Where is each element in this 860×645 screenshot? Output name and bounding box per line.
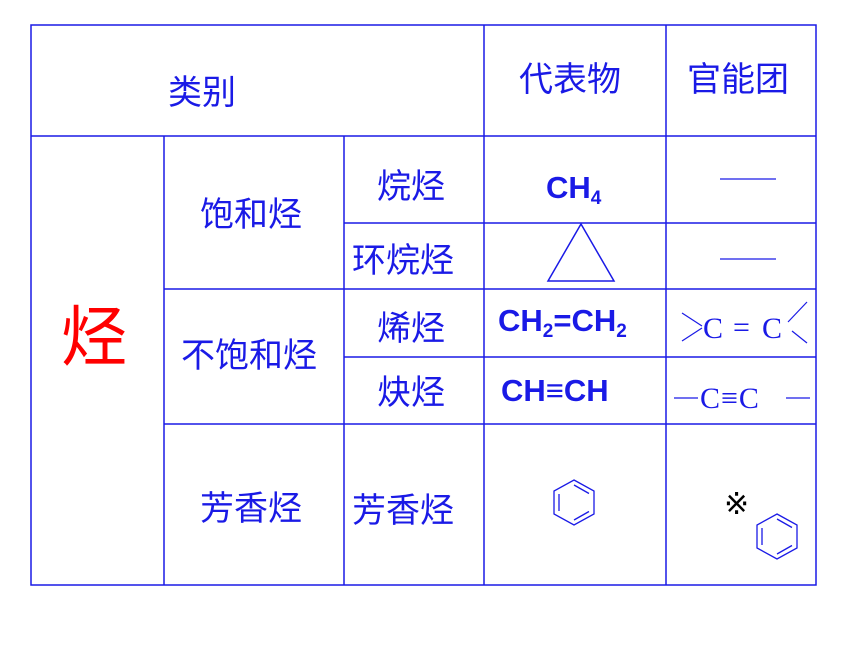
triangle-icon xyxy=(546,222,616,282)
header-functional-group: 官能团 xyxy=(687,60,789,100)
subtype-aromatic: 芳香烃 xyxy=(352,491,454,531)
subtype-cycloalkane: 环烷烃 xyxy=(352,241,454,281)
alkyne-side-bonds xyxy=(674,397,810,399)
alkene-carbon-2: C xyxy=(762,312,783,345)
group-unsaturated: 不饱和烃 xyxy=(181,336,317,376)
header-representative: 代表物 xyxy=(519,60,621,100)
hydrocarbon-label: 烃 xyxy=(61,299,127,376)
rep-alkene-sub2: 2 xyxy=(616,321,627,342)
rep-alkane-formula: CH xyxy=(546,170,591,205)
header-category: 类别 xyxy=(168,73,236,113)
alkene-bond-lines xyxy=(681,301,808,344)
subtype-alkyne: 炔烃 xyxy=(377,373,445,413)
benzene-ring-icon-2 xyxy=(756,513,798,560)
single-bond-icon-2 xyxy=(720,258,776,260)
rep-alkene-part1: CH xyxy=(498,303,543,338)
rep-alkyne: CH≡CH xyxy=(501,373,609,408)
single-bond-icon xyxy=(720,178,776,180)
subtype-alkane: 烷烃 xyxy=(377,167,445,207)
rep-alkene-part2: =CH xyxy=(553,303,617,338)
rep-alkane-subscript: 4 xyxy=(590,188,602,209)
subtype-alkene: 烯烃 xyxy=(377,309,445,349)
reference-mark: ※ xyxy=(724,487,750,522)
alkene-carbon-1: C xyxy=(703,312,724,345)
alkene-double-bond: = xyxy=(733,311,750,344)
benzene-ring-icon xyxy=(553,479,595,526)
group-aromatic: 芳香烃 xyxy=(200,489,302,529)
rep-alkene-sub1: 2 xyxy=(542,321,554,342)
group-saturated: 饱和烃 xyxy=(200,195,302,235)
rep-alkene: CH2=CH2 xyxy=(498,303,627,341)
rep-alkane: CH4 xyxy=(546,170,601,208)
alkyne-group: C≡C xyxy=(700,382,760,415)
